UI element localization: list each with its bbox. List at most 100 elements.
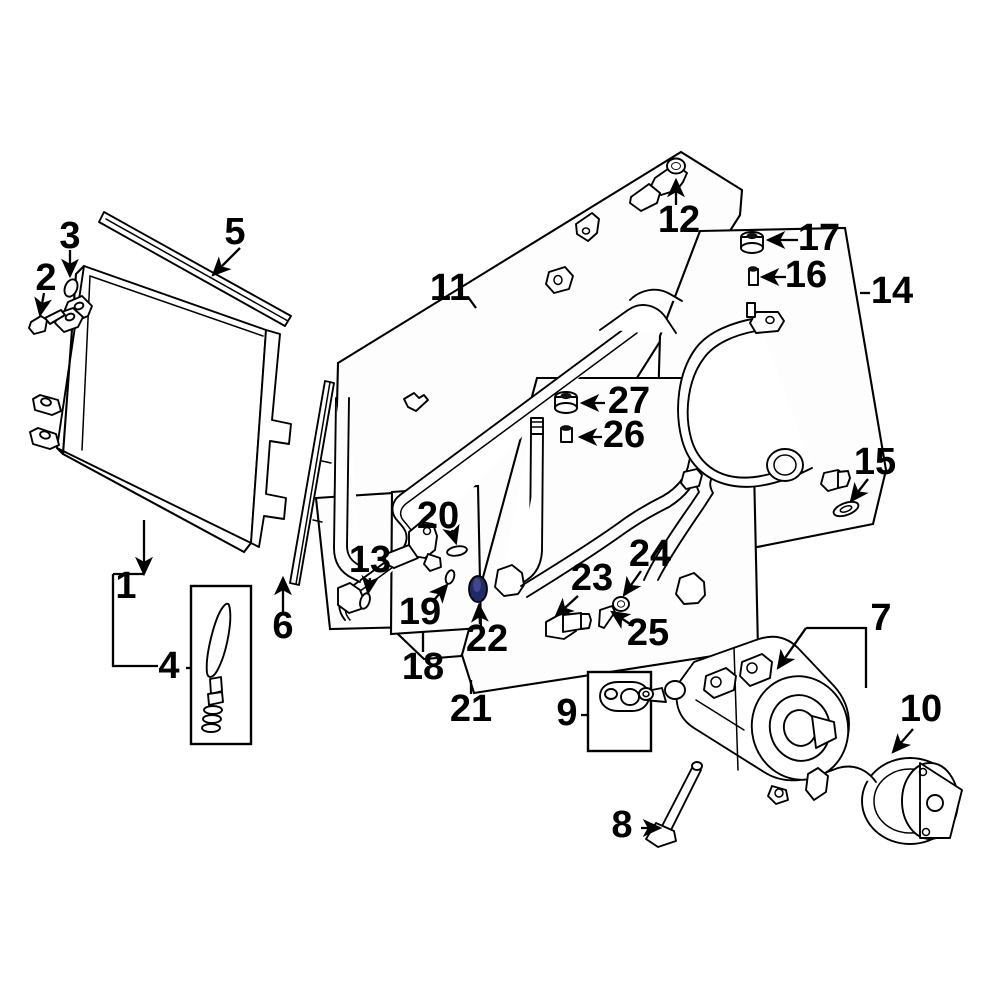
leader-11: [467, 296, 477, 309]
hose-bracket-stud-16: [748, 266, 759, 286]
callout-number-4[interactable]: 4: [158, 645, 179, 687]
leader-1-bracket: [111, 574, 158, 668]
leader-23: [554, 595, 579, 618]
callout-number-7[interactable]: 7: [870, 597, 891, 639]
line-mount-stud-26: [560, 425, 573, 443]
o-ring-15: [832, 500, 860, 518]
clutch-coil-harness: [821, 765, 877, 783]
callout-number-13[interactable]: 13: [349, 539, 391, 581]
liquid-line-clamp-mid: [545, 266, 574, 294]
bolt-8-tip: [691, 761, 703, 771]
condenser-core-inner-top: [89, 275, 264, 337]
pressure-switch-connector: [423, 553, 442, 572]
callout-number-11[interactable]: 11: [430, 267, 470, 309]
bolt-shank-2: [44, 309, 66, 325]
callout-number-20[interactable]: 20: [417, 495, 459, 537]
suction-hose-diagonal-b: [526, 506, 670, 598]
callout-number-21[interactable]: 21: [450, 688, 492, 730]
compressor-mount-bolt-8: [645, 761, 703, 848]
o-ring-3: [63, 278, 79, 298]
discharge-hose-body-b: [686, 330, 802, 479]
callout-number-10[interactable]: 10: [900, 688, 942, 730]
bolt-head-2: [28, 315, 48, 335]
discharge-tube-fitting-low: [494, 564, 525, 597]
pressure-switch-18: [383, 521, 468, 585]
ac-compressor-7: [641, 635, 850, 805]
seal-kit-sleeve: [209, 676, 223, 695]
seal-22-inner-gloss: [473, 578, 481, 592]
seal-kit-contents-4: [201, 602, 232, 733]
leader-7-bracket: [806, 626, 868, 688]
leader-25: [610, 610, 634, 630]
condenser-bracket-hole-4: [64, 312, 76, 322]
callout-number-22[interactable]: 22: [466, 618, 508, 660]
callout-number-17[interactable]: 17: [798, 217, 840, 259]
compressor-top-boss: [703, 667, 737, 699]
callout-number-27[interactable]: 27: [608, 380, 650, 422]
gasket-o-ring-9: [638, 687, 654, 701]
discharge-hose-end-tip: [837, 470, 851, 489]
compressor-port-hole: [746, 662, 758, 674]
discharge-hose-bracket-hole: [765, 315, 775, 325]
callout-number-26[interactable]: 26: [603, 414, 645, 456]
liquid-line-upper-branch: [629, 288, 683, 302]
leader-22: [470, 602, 489, 625]
callout-number-15[interactable]: 15: [854, 441, 896, 483]
leader-13: [361, 574, 380, 596]
callout-number-5[interactable]: 5: [224, 211, 245, 253]
liquid-line-upper-branch-2: [599, 304, 677, 334]
callout-number-6[interactable]: 6: [272, 605, 293, 647]
seal-kit-o-ring-3: [201, 723, 221, 733]
service-valve-23: [545, 611, 592, 640]
o-ring-12-core: [671, 162, 681, 170]
compressor-mount-ear-ring: [664, 680, 686, 700]
line-mount-insulator-27: [554, 391, 578, 414]
callout-number-14[interactable]: 14: [871, 270, 913, 312]
gasket-hole-large: [620, 688, 640, 706]
leader-24: [622, 570, 642, 597]
condenser-bracket-hole-2: [39, 430, 51, 440]
compressor-housing-seam: [733, 647, 739, 771]
callout-number-19[interactable]: 19: [399, 591, 441, 633]
callout-number-18[interactable]: 18: [402, 646, 444, 688]
gasket-o-ring-9-core: [642, 690, 650, 698]
callout-number-9[interactable]: 9: [556, 692, 577, 734]
discharge-hose-14: [677, 302, 851, 492]
callout-number-23[interactable]: 23: [571, 557, 613, 599]
gasket-hole-small: [604, 688, 618, 700]
liquid-line-bracket-tab: [575, 212, 600, 242]
leader-15: [849, 478, 869, 503]
leader-19: [428, 583, 449, 604]
compressor-rear-lug-hole: [774, 788, 784, 798]
callout-number-2[interactable]: 2: [35, 257, 56, 299]
callout-number-25[interactable]: 25: [627, 612, 669, 654]
callout-number-12[interactable]: 12: [658, 199, 700, 241]
leader-lines: [34, 177, 914, 837]
discharge-line-right-clip: [680, 468, 703, 490]
callout-number-1[interactable]: 1: [115, 565, 136, 607]
leader-20: [442, 523, 460, 546]
callout-number-3[interactable]: 3: [59, 215, 80, 257]
seal-kit-collar-1: [207, 691, 224, 706]
condenser-right-tank: [250, 329, 292, 548]
callout-number-24[interactable]: 24: [629, 533, 671, 575]
discharge-hose-muffler: [766, 448, 804, 482]
pressure-switch-arm: [383, 544, 419, 569]
bracket-tab-hole: [581, 227, 591, 235]
callout-number-16[interactable]: 16: [785, 254, 827, 296]
leader-7-arrow: [776, 627, 807, 670]
discharge-hose-bracket-stud: [746, 302, 756, 318]
compressor-shaft: [811, 715, 837, 749]
leader-5: [211, 247, 241, 277]
condenser-core-edge-bottom: [61, 452, 253, 554]
suction-hose-diagonal: [520, 495, 664, 587]
condenser-assembly: [29, 264, 292, 554]
o-ring-15-core: [839, 505, 853, 513]
hose-bracket-insulator-17: [740, 231, 764, 254]
o-ring-24-core: [616, 600, 626, 608]
suction-line-tube-13b: [346, 397, 362, 567]
callout-number-8[interactable]: 8: [611, 804, 632, 846]
